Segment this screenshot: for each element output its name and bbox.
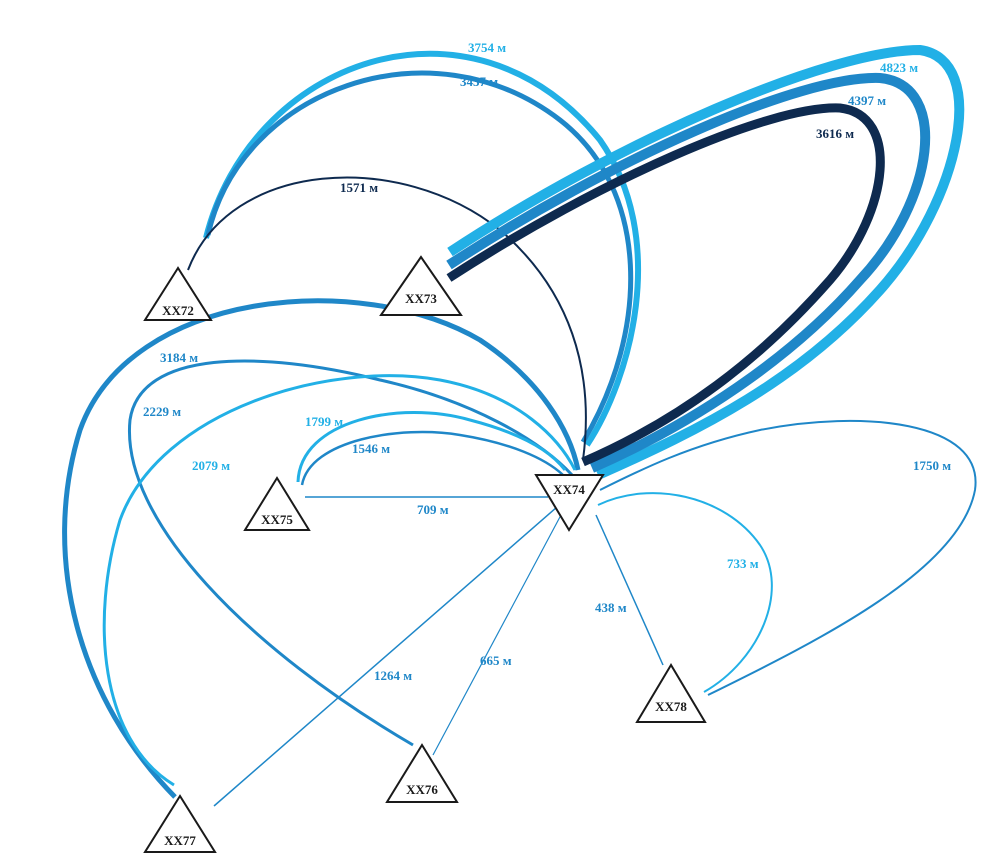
edge-xx78-xx74-1750 bbox=[599, 419, 977, 696]
edge-xx78-xx74-733 bbox=[597, 492, 773, 693]
edge-xx73-xx74-4397 bbox=[446, 72, 931, 473]
triangle-up-icon bbox=[143, 794, 217, 853]
triangle-up-icon bbox=[385, 743, 459, 803]
edge-label-4823: 4823 м bbox=[880, 60, 918, 75]
edge-label-4397: 4397 м bbox=[848, 93, 886, 108]
edge-label-1264: 1264 м bbox=[374, 668, 412, 683]
edge-xx75-xx74-1546 bbox=[300, 430, 564, 486]
edge-xx73-xx74-3616 bbox=[446, 103, 885, 467]
node-label-xx72: XX72 bbox=[162, 303, 194, 318]
node-xx77[interactable]: XX77 bbox=[143, 794, 217, 853]
node-label-xx75: XX75 bbox=[261, 512, 293, 527]
node-xx78[interactable]: XX78 bbox=[635, 663, 707, 723]
edge-xx77-xx74-1264 bbox=[213, 506, 558, 807]
edge-xx75-xx74-1799 bbox=[296, 411, 567, 483]
triangle-up-icon bbox=[635, 663, 707, 723]
edge-xx72-xx74-1571 bbox=[187, 176, 587, 461]
edge-label-709: 709 м bbox=[417, 502, 449, 517]
edge-label-3437: 3437 м bbox=[460, 74, 498, 89]
node-label-xx73: XX73 bbox=[405, 291, 437, 306]
node-xx76[interactable]: XX76 bbox=[385, 743, 459, 803]
edge-xx72-xx74-3437 bbox=[205, 70, 634, 444]
node-label-xx76: XX76 bbox=[406, 782, 438, 797]
edge-xx77-xx74-2079 bbox=[102, 374, 577, 787]
edge-label-1799: 1799 м bbox=[305, 414, 343, 429]
node-label-xx74: XX74 bbox=[553, 482, 585, 497]
edge-xx73-xx74-4823 bbox=[447, 44, 965, 480]
edge-xx76-xx74-665 bbox=[432, 514, 562, 756]
node-label-xx77: XX77 bbox=[164, 833, 196, 848]
edge-label-3616: 3616 м bbox=[816, 126, 854, 141]
edge-label-665: 665 м bbox=[480, 653, 512, 668]
edge-xx78-xx74-438 bbox=[595, 514, 664, 666]
node-label-xx78: XX78 bbox=[655, 699, 687, 714]
edge-xx76-xx74-2229 bbox=[127, 359, 574, 747]
edge-label-1571: 1571 м bbox=[340, 180, 378, 195]
triangle-down-icon bbox=[534, 474, 605, 532]
nodes: XX72 XX73 XX74 XX75 XX76 XX77 XX78 bbox=[143, 255, 707, 853]
node-xx75[interactable]: XX75 bbox=[243, 476, 311, 531]
edge-labels: 3754 м 3437 м 1571 м 4823 м 4397 м 3616 … bbox=[143, 40, 951, 683]
edge-label-438: 438 м bbox=[595, 600, 627, 615]
edge-xx72-xx74-3754 bbox=[203, 50, 641, 447]
edge-label-2079: 2079 м bbox=[192, 458, 230, 473]
edge-label-2229: 2229 м bbox=[143, 404, 181, 419]
edge-label-3754: 3754 м bbox=[468, 40, 506, 55]
edge-xx77-xx74-3184 bbox=[62, 298, 581, 799]
node-xx72[interactable]: XX72 bbox=[143, 266, 213, 321]
edge-label-1750: 1750 м bbox=[913, 458, 951, 473]
node-xx74[interactable]: XX74 bbox=[534, 474, 605, 532]
edges bbox=[62, 44, 977, 807]
edge-label-1546: 1546 м bbox=[352, 441, 390, 456]
triangle-up-icon bbox=[143, 266, 213, 321]
edge-label-3184: 3184 м bbox=[160, 350, 198, 365]
node-xx73[interactable]: XX73 bbox=[379, 255, 463, 316]
edge-label-733: 733 м bbox=[727, 556, 759, 571]
triangle-up-icon bbox=[379, 255, 463, 316]
triangle-up-icon bbox=[243, 476, 311, 531]
